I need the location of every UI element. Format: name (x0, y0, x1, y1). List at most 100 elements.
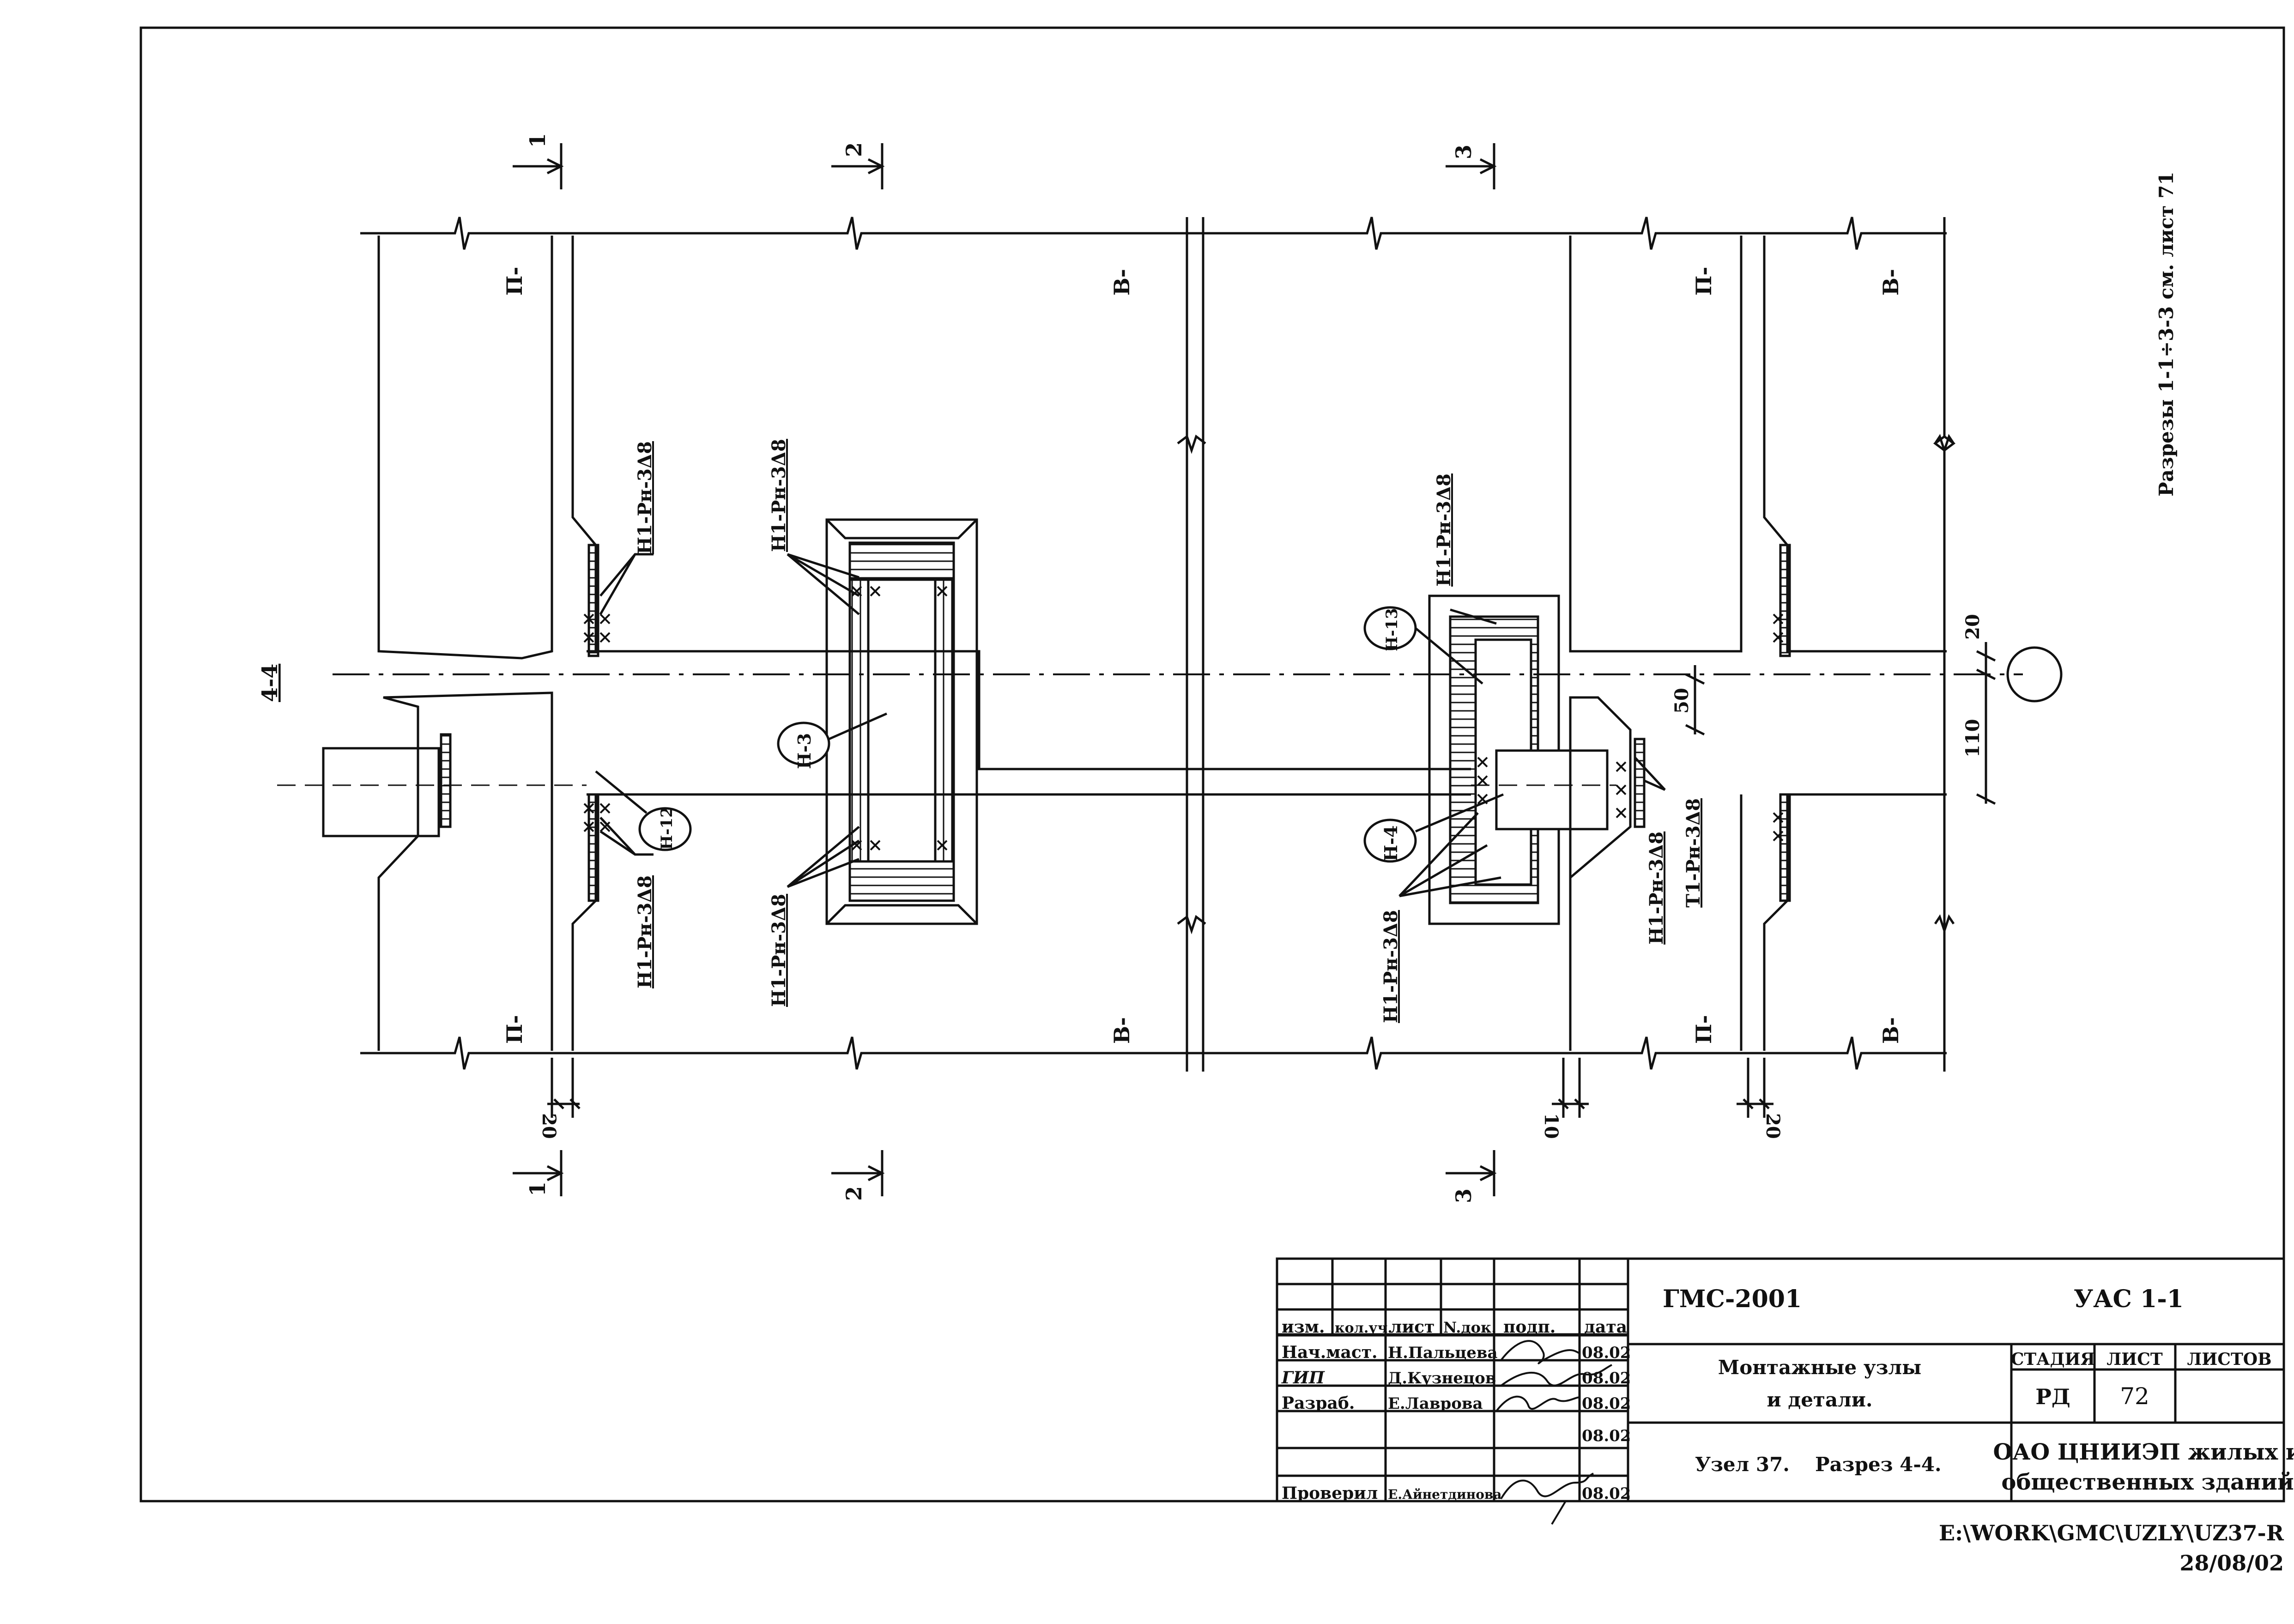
node-mark-h4: Н-4 (1380, 825, 1401, 861)
left-panel-lower (377, 691, 553, 1051)
title-block (1276, 1257, 2285, 1503)
right-weld-hatch-top (1779, 544, 1791, 657)
axis-bubble (2006, 646, 2063, 703)
node-mark-h3: Н-3 (794, 733, 815, 769)
leader-weld-1 (599, 553, 654, 615)
file-date: 28/08/02 (2179, 1551, 2284, 1576)
stage-value: РД (2035, 1384, 2070, 1409)
part-label-p-1: П- (502, 267, 527, 296)
weld-label-4: Н1-Рн-3Δ8 (768, 894, 790, 1007)
weld-label-6: Н1-Рн-3Δ8 (1380, 910, 1402, 1023)
cut-label-3-bottom: 3 (1451, 1188, 1476, 1203)
weld-x-group (583, 586, 1784, 851)
leader-h13 (1415, 627, 1483, 685)
dim-label-20-top: 20 (1962, 614, 1984, 640)
center-vertical-beam (1186, 217, 1205, 1072)
dimension-bottom-left (547, 1058, 581, 1118)
right-panel-lower (1569, 696, 1743, 1051)
document-code: УАС 1-1 (2074, 1285, 2184, 1313)
right-weld-hatch-bottom (1779, 793, 1791, 902)
left-panel-upper (377, 236, 553, 660)
plate-h3-inner (867, 578, 937, 863)
leader-weld-4 (787, 826, 860, 888)
bottom-boundary-line (360, 1036, 1947, 1070)
right-panel-hatch (1634, 738, 1646, 828)
left-column-hatch (440, 733, 452, 828)
right-break-bottom (1934, 914, 1955, 934)
cut-label-2-top: 2 (841, 142, 866, 157)
center-break-bottom (1177, 915, 1206, 934)
header-data: дата (1584, 1317, 1627, 1337)
signature-1 (1500, 1340, 1580, 1364)
side-note: Разрезы 1-1÷3-3 см. лист 71 (2155, 171, 2178, 497)
weld-marks (583, 586, 1784, 851)
plate-h3-hatch-bottom (848, 860, 955, 902)
row-date-3: 08.02 (1582, 1394, 1631, 1413)
row-date-5: 08.02 (1582, 1485, 1631, 1503)
dimension-bottom-right (1737, 1058, 1773, 1118)
header-kolich: кол.уч. (1335, 1320, 1392, 1336)
plate-h3-bevel (826, 519, 978, 925)
node-label: Узел 37. (1695, 1453, 1790, 1476)
dim-label-10: 10 (1540, 1113, 1562, 1139)
row-date-2: 08.02 (1582, 1369, 1631, 1388)
row-name-3: Е.Лаврова (1388, 1394, 1483, 1413)
cut-2-top (831, 143, 885, 189)
left-weld-hatch-top (587, 544, 599, 657)
leader-h4 (1415, 793, 1504, 833)
project-code: ГМС-2001 (1663, 1285, 1802, 1313)
part-label-v-4: В- (1878, 1017, 1903, 1044)
part-label-v-2: В- (1109, 1017, 1134, 1044)
dimension-line-50 (1685, 665, 1705, 736)
leader-weld-7 (1634, 757, 1666, 791)
weld-label-3: Н1-Рн-3Δ8 (768, 439, 790, 552)
cut-3-top (1446, 143, 1497, 189)
row-name-2: Д.Кузнецов (1388, 1369, 1496, 1388)
signature-3 (1495, 1395, 1580, 1412)
center-break-top (1177, 434, 1206, 454)
row-role-5: Проверил (1282, 1484, 1378, 1503)
dimension-line-right (1976, 642, 1996, 805)
leader-weld-3 (787, 553, 860, 615)
cut-3-bottom (1446, 1150, 1497, 1196)
row-name-5: Е.Айнетдинова (1388, 1487, 1502, 1502)
part-label-v-1: В- (1109, 269, 1134, 296)
plate-h3-hatch-top (848, 541, 955, 581)
sheet-value: 72 (2120, 1383, 2149, 1410)
dim-label-20-left: 20 (538, 1113, 560, 1139)
right-wall-edge (1763, 236, 1947, 1051)
weld-label-7: Н1-Рн-3Δ8 (1646, 831, 1667, 945)
row-date-4: 08.02 (1582, 1427, 1631, 1445)
drawing-text: 4-4 Разрезы 1-1÷3-3 см. лист 71 1 2 3 1 … (257, 133, 2178, 1203)
header-izm: изм. (1282, 1317, 1325, 1337)
horizontal-beam (587, 650, 1471, 796)
leader-weld-5 (1450, 608, 1497, 625)
sheet-frame (139, 26, 2285, 1503)
title-block-text: изм. кол.уч. лист N.док. подп. дата Нач.… (1281, 1285, 2294, 1503)
node-bubble-h4 (1363, 818, 1417, 863)
signature-2 (1500, 1364, 1612, 1387)
organization-line-2: общественных зданий (2001, 1469, 2294, 1495)
sheets-header: ЛИСТОВ (2187, 1350, 2271, 1369)
main-drawing (277, 143, 2063, 1196)
header-ndok: N.док. (1443, 1319, 1496, 1336)
title-block-frame (1276, 1257, 2285, 1503)
plate-h3-hatch-right (934, 578, 955, 863)
signatures (1495, 1340, 1612, 1525)
node-bubble-h12 (638, 807, 692, 851)
cut-1-bottom (513, 1150, 564, 1196)
row-role-2: ГИП (1281, 1368, 1325, 1388)
section-title: 4-4 (257, 664, 282, 702)
part-label-v-3: В- (1878, 269, 1903, 296)
part-label-p-2: П- (502, 1015, 527, 1044)
leader-h12 (595, 770, 648, 814)
cut-1-top (513, 143, 564, 189)
part-label-p-4: П- (1691, 1015, 1716, 1044)
file-info: E:\WORK\GMC\UZLY\UZ37-R 28/08/02 (1939, 1521, 2284, 1576)
weld-label-2: Н1-Рн-3Δ8 (634, 875, 656, 988)
left-column (322, 747, 440, 837)
weld-label-8: Т1-Рн-3Δ8 (1683, 798, 1704, 908)
dim-label-110: 110 (1962, 719, 1984, 758)
cut-label-3-top: 3 (1451, 145, 1476, 159)
